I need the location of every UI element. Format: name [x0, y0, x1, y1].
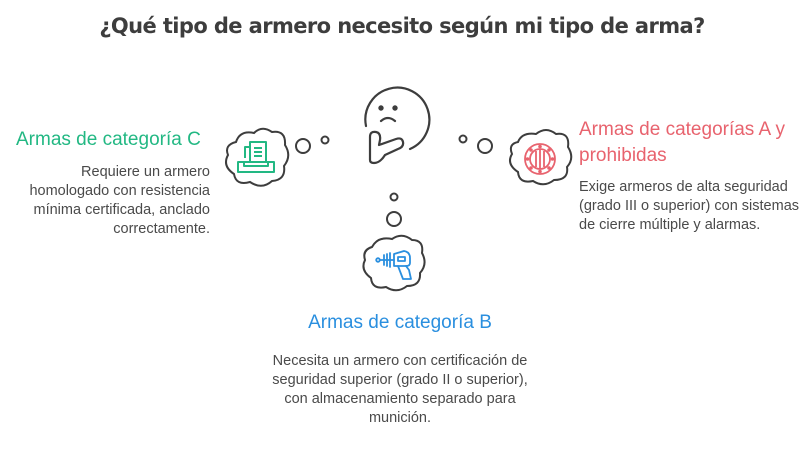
category-b-description: Necesita un armero con certificación de …	[272, 353, 528, 426]
cloud-category-c	[225, 127, 290, 187]
document-tray-icon	[237, 141, 275, 173]
cloud-category-b	[362, 234, 426, 292]
vault-door-icon	[524, 143, 556, 175]
thought-dots-down	[386, 192, 402, 227]
cloud-category-a	[509, 129, 573, 186]
category-a-description: Exige armeros de alta seguridad (grado I…	[579, 179, 800, 233]
thinking-face-icon	[364, 86, 431, 165]
category-c-heading: Armas de categoría C	[16, 129, 201, 150]
page-title: ¿Qué tipo de armero necesito según mi ti…	[99, 14, 705, 38]
category-b-heading: Armas de categoría B	[308, 312, 492, 333]
ray-gun-icon	[375, 250, 412, 280]
category-a-heading: Armas de categorías A y prohibidas	[579, 119, 785, 166]
thought-dots-left	[295, 135, 330, 154]
category-c-description: Requiere un armero homologado con resist…	[29, 164, 210, 237]
thought-dots-right	[458, 134, 493, 154]
